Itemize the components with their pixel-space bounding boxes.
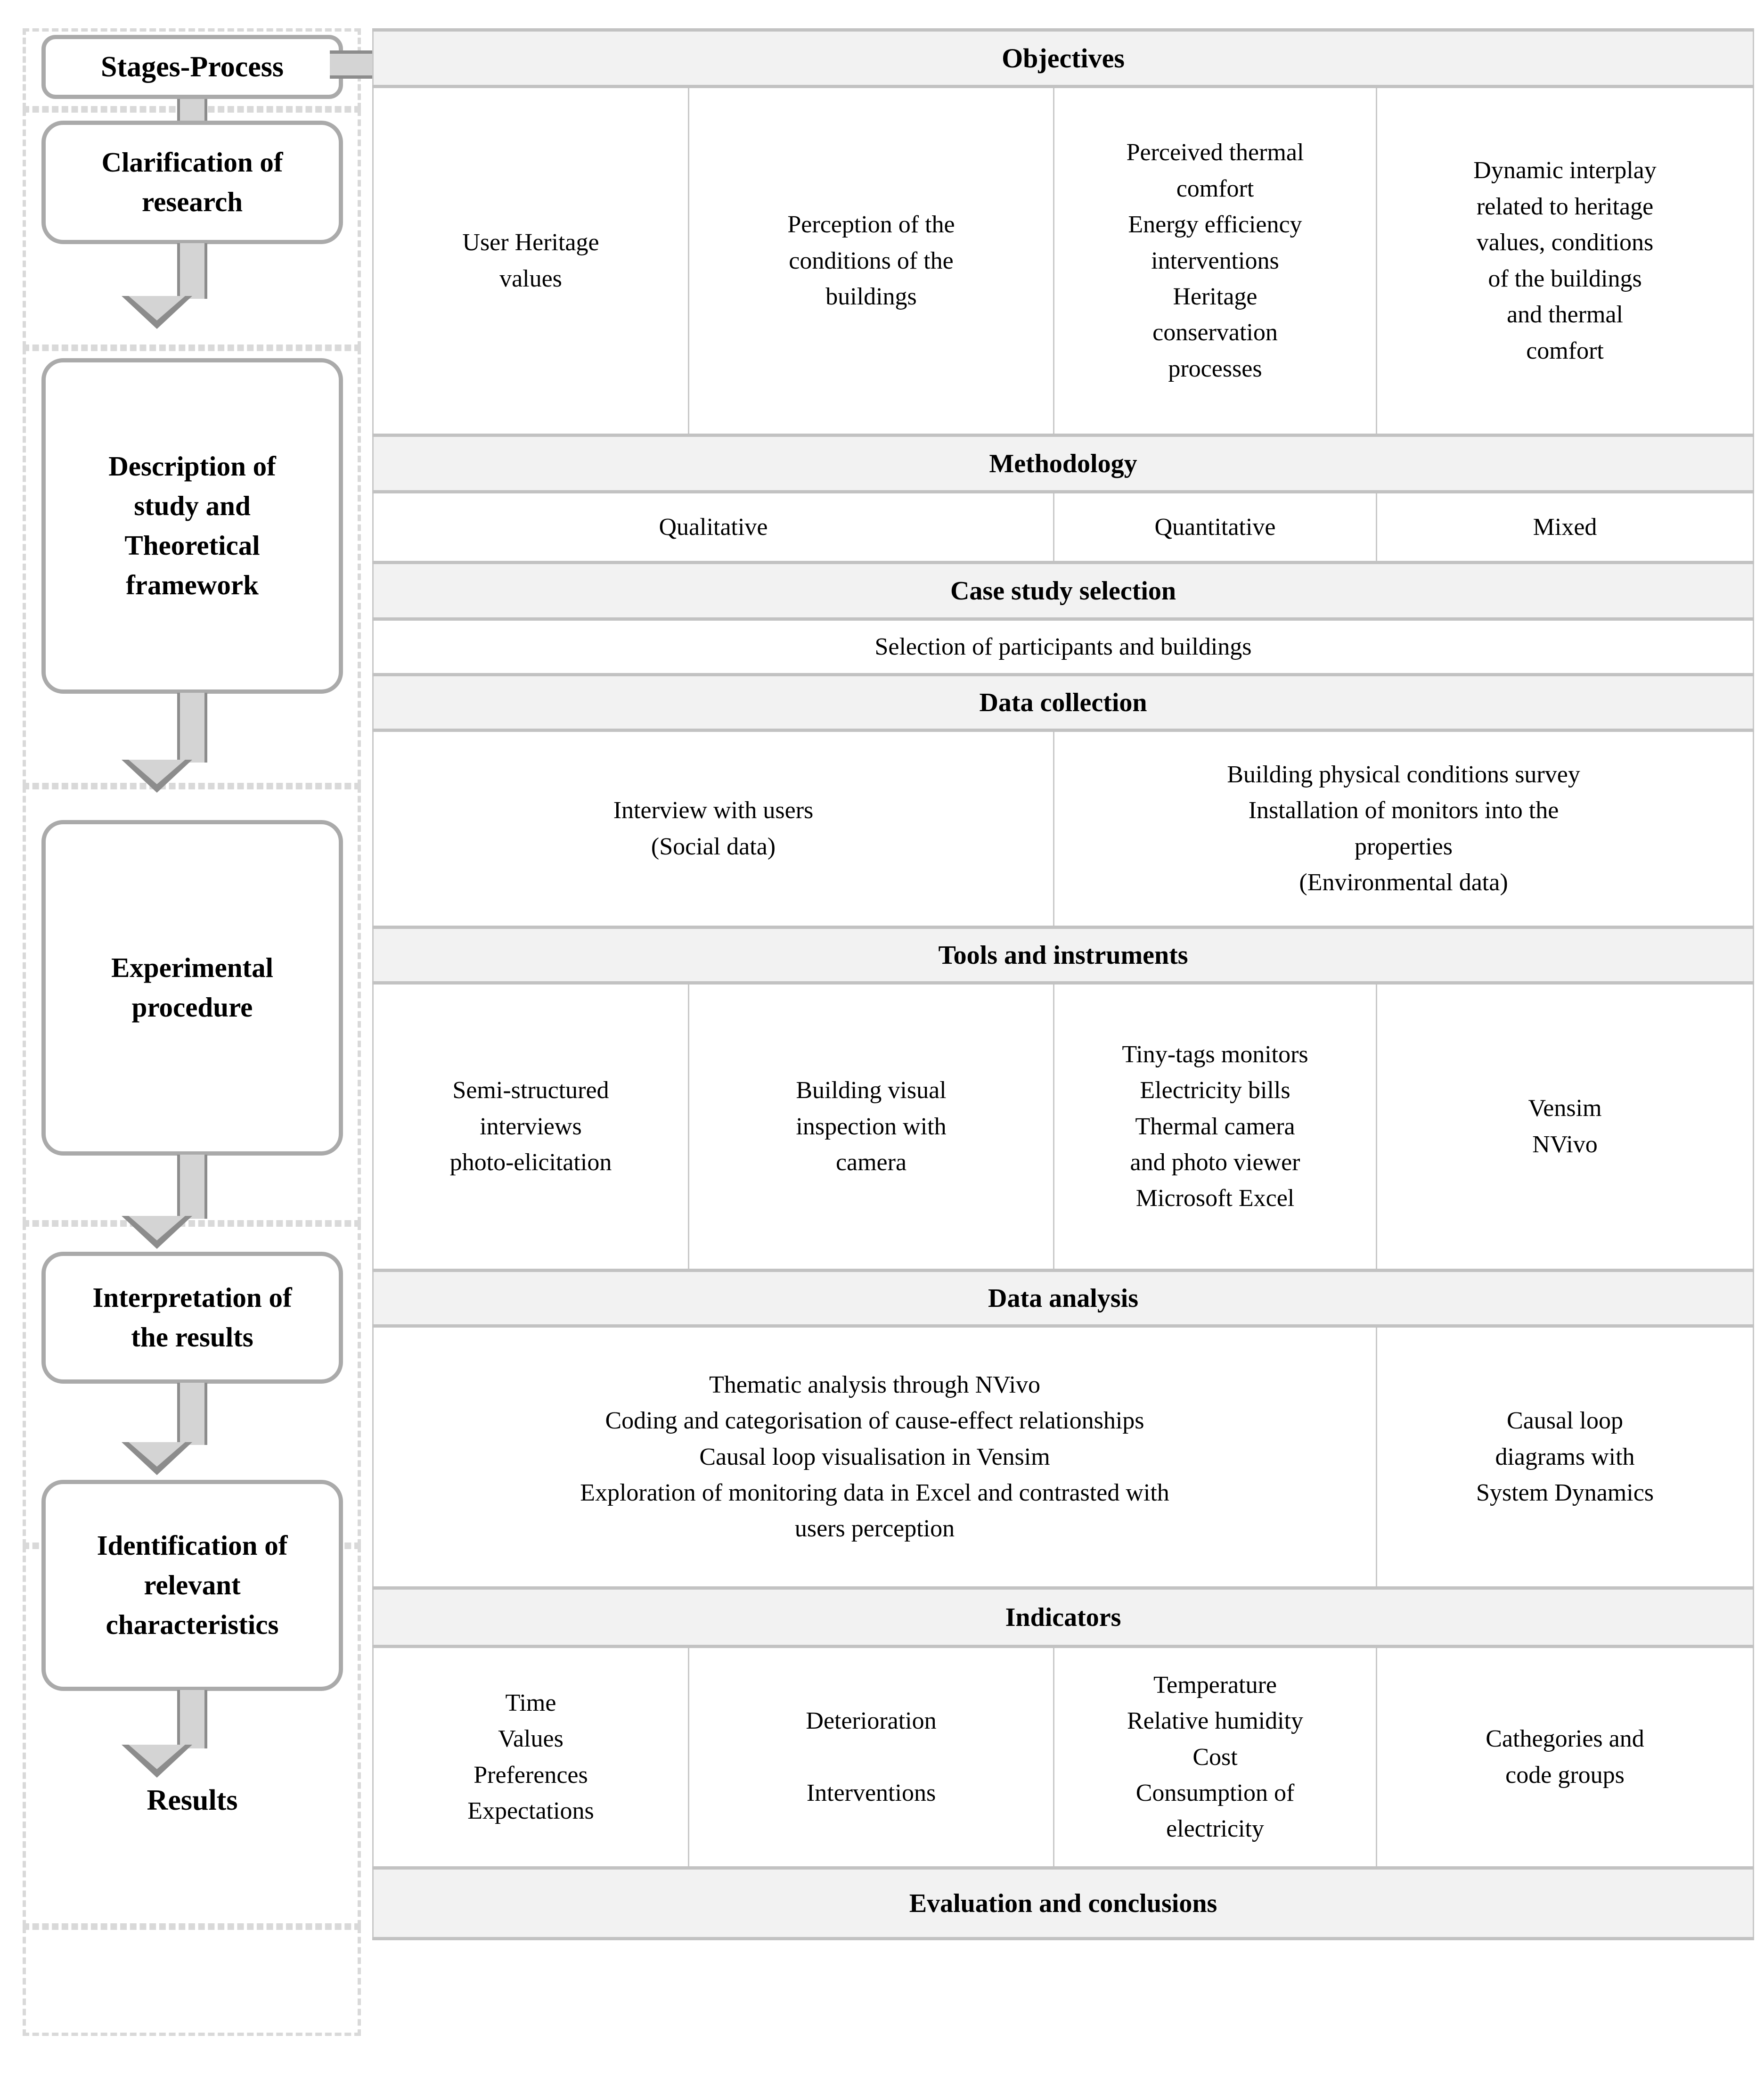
data-collection-header-cell-0: Data collection: [372, 673, 1755, 732]
data-collection-row-cell-0: Interview with users (Social data): [372, 730, 1054, 928]
data-analysis-header-cell-0: Data analysis: [372, 1269, 1755, 1328]
indicators-row-cell-3: Cathegories and code groups: [1375, 1646, 1755, 1869]
matrix-row-data-analysis-row: Thematic analysis through NVivo Coding a…: [372, 1325, 1755, 1589]
matrix-row-data-collection-header: Data collection: [372, 673, 1755, 732]
tools-and-instruments-row-cell-2: Tiny-tags monitors Electricity bills The…: [1053, 982, 1377, 1272]
case-study-selection-header-cell-0: Case study selection: [372, 561, 1755, 621]
stage-header-box: Stages-Process: [41, 35, 343, 99]
down-arrow-icon-1: [122, 243, 228, 329]
stage-label-4: Identification of relevant characteristi…: [97, 1530, 288, 1640]
matrix-row-case-study-selection-header: Case study selection: [372, 561, 1755, 621]
stage-label-2: Experimental procedure: [111, 952, 274, 1023]
stage-label-0: Clarification of research: [101, 147, 283, 217]
indicators-header-cell-0: Indicators: [372, 1586, 1755, 1649]
indicators-row-cell-0: Time Values Preferences Expectations: [372, 1646, 689, 1869]
stage-label-1: Description of study and Theoretical fra…: [108, 451, 276, 600]
case-study-selection-row-cell-0: Selection of participants and buildings: [372, 618, 1755, 676]
indicators-row-cell-1: Deterioration Interventions: [688, 1646, 1054, 1869]
objectives-row-cell-3: Dynamic interplay related to heritage va…: [1375, 86, 1755, 436]
evaluation-and-conclusions-row-cell-0: Evaluation and conclusions: [372, 1866, 1755, 1941]
data-collection-row-cell-1: Building physical conditions survey Inst…: [1053, 730, 1755, 928]
methodology-row-cell-2: Mixed: [1375, 491, 1755, 564]
methodology-row-cell-1: Quantitative: [1053, 491, 1377, 564]
stages-process-rail: Stages-Process Clarification of research…: [23, 28, 361, 2036]
matrix-row-tools-and-instruments-header: Tools and instruments: [372, 926, 1755, 985]
tools-and-instruments-header-cell-0: Tools and instruments: [372, 926, 1755, 985]
stage-box-experimental-procedure: Experimental procedure: [41, 820, 343, 1156]
down-arrow-icon-5: [122, 1690, 228, 1778]
methodology-header-cell-0: Methodology: [372, 434, 1755, 494]
data-analysis-row-cell-1: Causal loop diagrams with System Dynamic…: [1375, 1325, 1755, 1589]
objectives-row-cell-2: Perceived thermal comfort Energy efficie…: [1053, 86, 1377, 436]
stage-label-3: Interpretation of the results: [92, 1282, 292, 1353]
stage-header-label: Stages-Process: [101, 50, 284, 83]
stage-box-description-of-study: Description of study and Theoretical fra…: [41, 358, 343, 694]
matrix-row-evaluation-and-conclusions-row: Evaluation and conclusions: [372, 1866, 1755, 1941]
matrix-row-data-collection-row: Interview with users (Social data)Buildi…: [372, 730, 1755, 928]
tools-and-instruments-row-cell-3: Vensim NVivo: [1375, 982, 1755, 1272]
indicators-row-cell-2: Temperature Relative humidity Cost Consu…: [1053, 1646, 1377, 1869]
stage-box-clarification-of-research: Clarification of research: [41, 121, 343, 244]
matrix-row-methodology-header: Methodology: [372, 434, 1755, 494]
matrix-row-case-study-selection-row: Selection of participants and buildings: [372, 618, 1755, 676]
down-arrow-icon-3: [122, 1155, 228, 1249]
matrix-row-indicators-header: Indicators: [372, 1586, 1755, 1649]
matrix-row-objectives-header: Objectives: [372, 28, 1755, 89]
matrix-row-data-analysis-header: Data analysis: [372, 1269, 1755, 1328]
down-arrow-icon-2: [122, 693, 228, 793]
methodology-row-cell-0: Qualitative: [372, 491, 1054, 564]
objectives-row-cell-0: User Heritage values: [372, 86, 689, 436]
stage-label-results-wrap: Results: [41, 1772, 343, 1829]
data-analysis-row-cell-0: Thematic analysis through NVivo Coding a…: [372, 1325, 1377, 1589]
tools-and-instruments-row-cell-1: Building visual inspection with camera: [688, 982, 1054, 1272]
down-arrow-icon-4: [122, 1383, 228, 1475]
swimlane-6: [23, 1927, 361, 2036]
stage-box-identification-of-characteristics: Identification of relevant characteristi…: [41, 1480, 343, 1691]
objectives-row-cell-1: Perception of the conditions of the buil…: [688, 86, 1054, 436]
objectives-header-cell-0: Objectives: [372, 28, 1755, 89]
stage-label-5: Results: [147, 1784, 238, 1816]
stage-box-interpretation-of-results: Interpretation of the results: [41, 1252, 343, 1384]
tools-and-instruments-row-cell-0: Semi-structured interviews photo-elicita…: [372, 982, 689, 1272]
matrix-row-tools-and-instruments-row: Semi-structured interviews photo-elicita…: [372, 982, 1755, 1272]
